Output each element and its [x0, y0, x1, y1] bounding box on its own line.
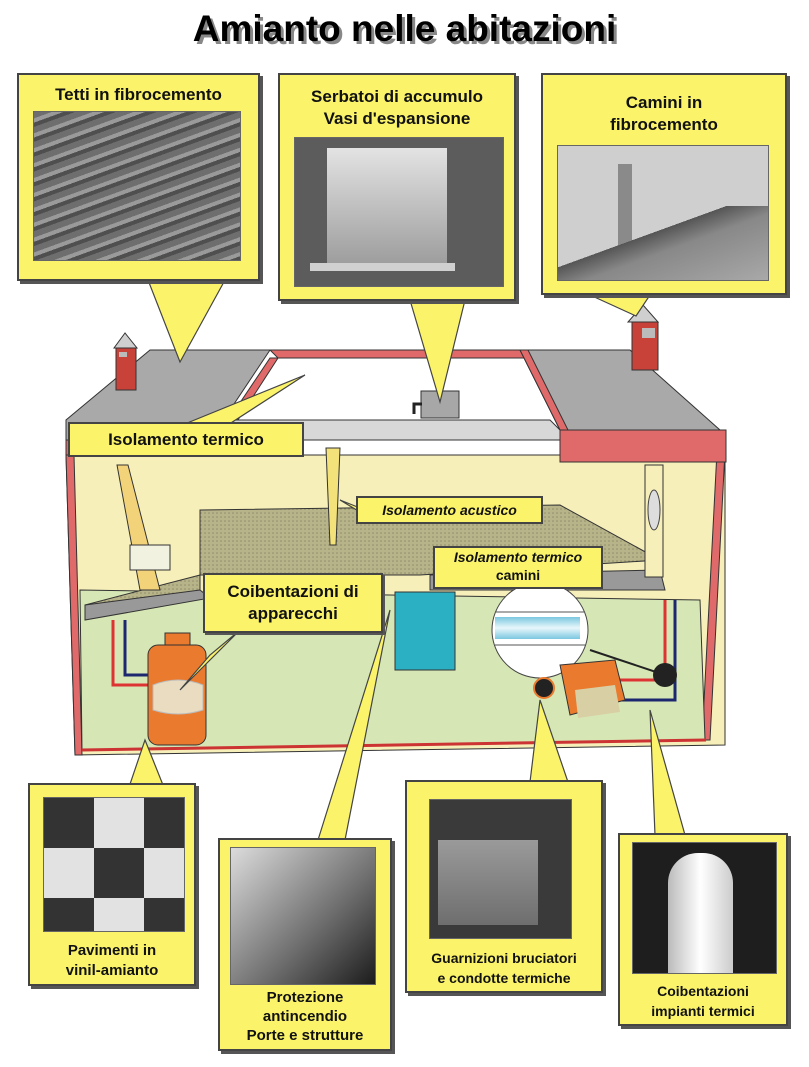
water-tank-photo — [294, 137, 504, 287]
chimney-photo — [557, 145, 769, 281]
callout-label-line2: Vasi d'espansione — [323, 109, 471, 128]
burner-boiler — [533, 649, 677, 718]
label-isolamento-camini: Isolamento termico camini — [433, 546, 603, 589]
label-isolamento-acustico: Isolamento acustico — [356, 496, 543, 524]
callout-label-line2: e condotte termiche — [437, 970, 571, 986]
chimney-left — [113, 332, 139, 391]
callout-label-line2: vinil-amianto — [65, 962, 159, 979]
callout-label-line1: Guarnizioni bruciatori — [431, 950, 577, 966]
label-line1: Isolamento termico — [453, 549, 583, 565]
acoustic-insulation-wall — [325, 447, 341, 546]
vinyl-floor-photo — [43, 797, 185, 932]
callout-tetti-fibrocemento: Tetti in fibrocemento — [17, 73, 260, 281]
pipe-insulation-photo — [632, 842, 777, 974]
page-title: Amianto nelle abitazioni — [192, 8, 617, 49]
callout-protezione-antincendio: Protezione antincendio Porte e strutture — [218, 838, 392, 1051]
label-line2: apparecchi — [248, 604, 338, 623]
burner-gasket-photo — [429, 799, 572, 939]
fireproofing-photo — [230, 847, 376, 985]
burner-box — [438, 840, 538, 925]
callout-label-line1: Camini in — [625, 93, 703, 112]
callout-label-line2: antincendio — [262, 1008, 348, 1025]
tank-base — [310, 263, 455, 271]
building-eave — [558, 206, 768, 280]
callout-label-line1: Serbatoi di accumulo — [311, 87, 483, 106]
callout-label: Tetti in fibrocemento — [55, 85, 222, 104]
callout-guarnizioni-bruciatori: Guarnizioni bruciatori e condotte termic… — [405, 780, 603, 993]
roof-tiles-photo — [33, 111, 241, 261]
callout-pointers — [127, 279, 686, 841]
label-line1: Coibentazioni di — [227, 582, 359, 601]
callout-pavimenti-vinil: Pavimenti in vinil-amianto — [28, 783, 196, 986]
callout-label-line1: Pavimenti in — [67, 942, 157, 959]
callout-label-line1: Coibentazioni — [657, 983, 749, 999]
callout-coibentazioni-impianti: Coibentazioni impianti termici — [618, 833, 788, 1026]
label-coibentazioni-apparecchi: Coibentazioni di apparecchi — [203, 573, 383, 633]
callout-camini-fibrocemento: Camini in fibrocemento — [541, 73, 787, 295]
label-isolamento-termico: Isolamento termico — [68, 422, 304, 457]
callout-label-line2: fibrocemento — [610, 115, 718, 134]
tank-shape — [327, 148, 447, 266]
expansion-tank — [412, 390, 460, 419]
callout-serbatoi-accumulo: Serbatoi di accumulo Vasi d'espansione — [278, 73, 516, 301]
magnified-pipe-detail — [491, 581, 589, 679]
callout-label-line3: Porte e strutture — [246, 1027, 364, 1044]
water-heater — [147, 632, 207, 746]
chimney-right — [626, 304, 660, 371]
callout-label-line2: impianti termici — [651, 1003, 755, 1019]
callout-label-line1: Protezione — [266, 989, 344, 1006]
fire-door — [394, 591, 456, 671]
insulated-elbow — [668, 853, 733, 973]
label-line2: camini — [495, 567, 541, 583]
